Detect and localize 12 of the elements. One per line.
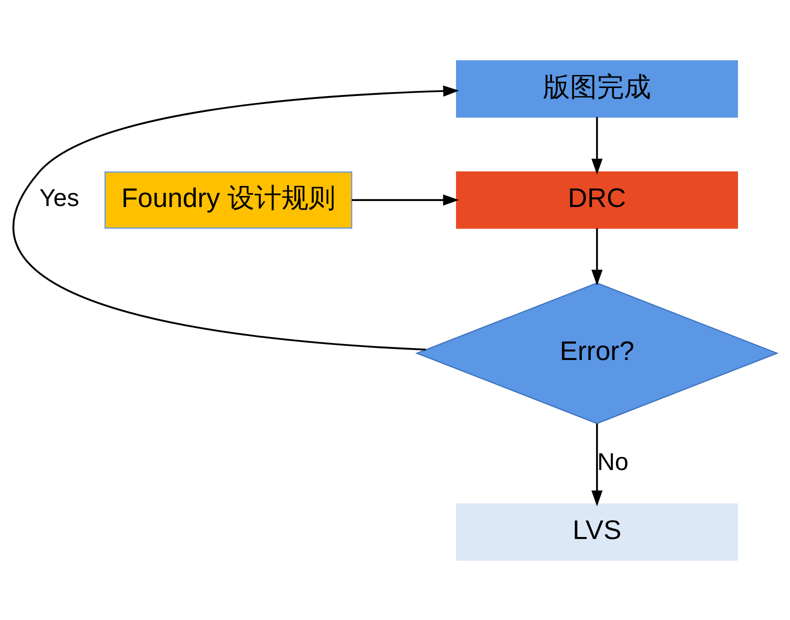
node-box: DRC bbox=[456, 170, 738, 228]
arrow bbox=[591, 228, 603, 286]
arrow bbox=[352, 194, 459, 206]
node-box: LVS bbox=[456, 502, 738, 560]
node-box: 版图完成 bbox=[456, 60, 738, 118]
arrow bbox=[591, 423, 603, 506]
arrow bbox=[13, 84, 460, 350]
edge-label: No bbox=[597, 448, 628, 476]
node-diamond: Error? bbox=[415, 282, 779, 424]
edge-label: Yes bbox=[39, 184, 80, 212]
arrow bbox=[591, 116, 603, 174]
node-box: Foundry 设计规则 bbox=[104, 170, 352, 228]
